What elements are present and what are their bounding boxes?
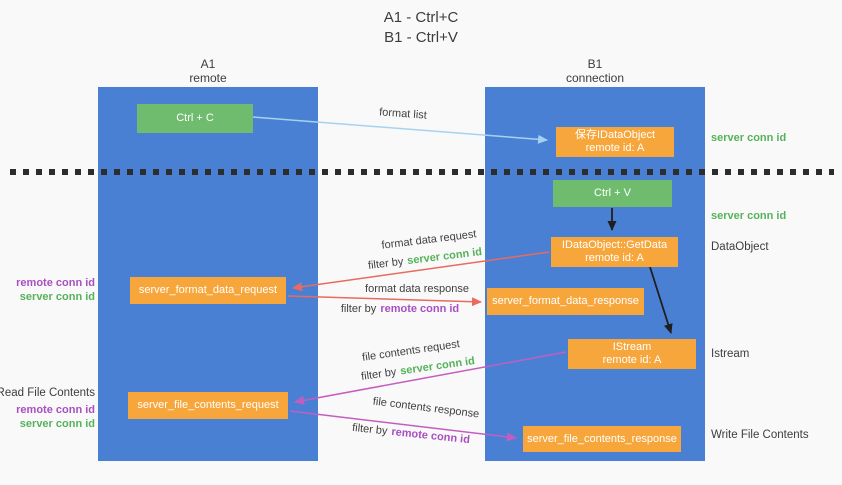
node-istream: IStream remote id: A bbox=[568, 339, 696, 369]
annotation-remote-conn-id-1: remote conn id bbox=[16, 277, 95, 289]
lane-b1-name: B1 bbox=[587, 57, 603, 71]
annotation-server-conn-id-1: server conn id bbox=[19, 291, 95, 303]
node-server-file-contents-response: server_file_contents_response bbox=[523, 426, 681, 452]
node-ctrl-v-label: Ctrl + V bbox=[594, 187, 631, 199]
node-server-format-data-response: server_format_data_response bbox=[487, 288, 644, 315]
label-file-contents-response: file contents response bbox=[372, 395, 480, 421]
node-idataobject-getdata-line1: IDataObject::GetData bbox=[561, 239, 668, 251]
filter-value-server-conn-id: server conn id bbox=[399, 355, 476, 378]
node-server-format-data-request: server_format_data_request bbox=[130, 277, 286, 304]
node-save-idataobject-line1: 保存IDataObject bbox=[574, 129, 656, 141]
node-server-format-data-response-label: server_format_data_response bbox=[492, 295, 639, 307]
label-format-list: format list bbox=[378, 106, 428, 122]
node-save-idataobject-line2: remote id: A bbox=[585, 142, 645, 154]
filter-by-text: filter by bbox=[360, 366, 398, 383]
lane-a1-header: A1 remote bbox=[98, 57, 318, 85]
node-server-file-contents-request-label: server_file_contents_request bbox=[137, 399, 279, 411]
lane-b1-header: B1 connection bbox=[485, 57, 705, 85]
node-ctrl-c-label: Ctrl + C bbox=[176, 112, 214, 124]
annotation-write-file-contents: Write File Contents bbox=[711, 429, 809, 441]
annotation-server-conn-id-top: server conn id bbox=[711, 132, 787, 144]
filter-by-text: filter by bbox=[340, 303, 377, 315]
filter-by-text: filter by bbox=[351, 421, 389, 438]
annotation-istream: Istream bbox=[711, 348, 750, 360]
node-ctrl-c: Ctrl + C bbox=[137, 104, 253, 133]
label-format-data-response: format data response bbox=[365, 283, 469, 295]
lane-b1-subtitle: connection bbox=[565, 71, 625, 85]
annotation-read-file-contents: Read File Contents bbox=[0, 387, 95, 399]
annotation-remote-conn-id-2: remote conn id bbox=[16, 404, 95, 416]
diagram-title-line1: A1 - Ctrl+C bbox=[383, 9, 459, 26]
node-ctrl-v: Ctrl + V bbox=[553, 180, 672, 207]
diagram-title: A1 - Ctrl+C B1 - Ctrl+V bbox=[0, 8, 842, 48]
lane-a1-subtitle: remote bbox=[189, 71, 227, 85]
node-idataobject-getdata: IDataObject::GetData remote id: A bbox=[551, 237, 678, 267]
node-server-file-contents-response-label: server_file_contents_response bbox=[527, 432, 677, 445]
node-save-idataobject: 保存IDataObject remote id: A bbox=[556, 127, 674, 157]
node-istream-line1: IStream bbox=[612, 341, 652, 353]
annotation-server-conn-id-2: server conn id bbox=[19, 418, 95, 430]
node-idataobject-getdata-line2: remote id: A bbox=[585, 252, 644, 264]
session-separator-line bbox=[10, 169, 834, 175]
diagram-title-line2: B1 - Ctrl+V bbox=[384, 29, 458, 46]
annotation-dataobject: DataObject bbox=[711, 241, 769, 253]
filter-by-text: filter by bbox=[367, 255, 405, 272]
annotation-server-conn-id-mid: server conn id bbox=[711, 210, 787, 222]
node-server-format-data-request-label: server_format_data_request bbox=[138, 284, 278, 296]
filter-value-server-conn-id: server conn id bbox=[406, 246, 483, 268]
filter-value-remote-conn-id: remote conn id bbox=[380, 303, 460, 315]
filter-value-remote-conn-id: remote conn id bbox=[390, 425, 471, 447]
node-istream-line2: remote id: A bbox=[602, 354, 662, 366]
lane-a1-name: A1 bbox=[200, 57, 216, 71]
node-server-file-contents-request: server_file_contents_request bbox=[128, 392, 288, 419]
